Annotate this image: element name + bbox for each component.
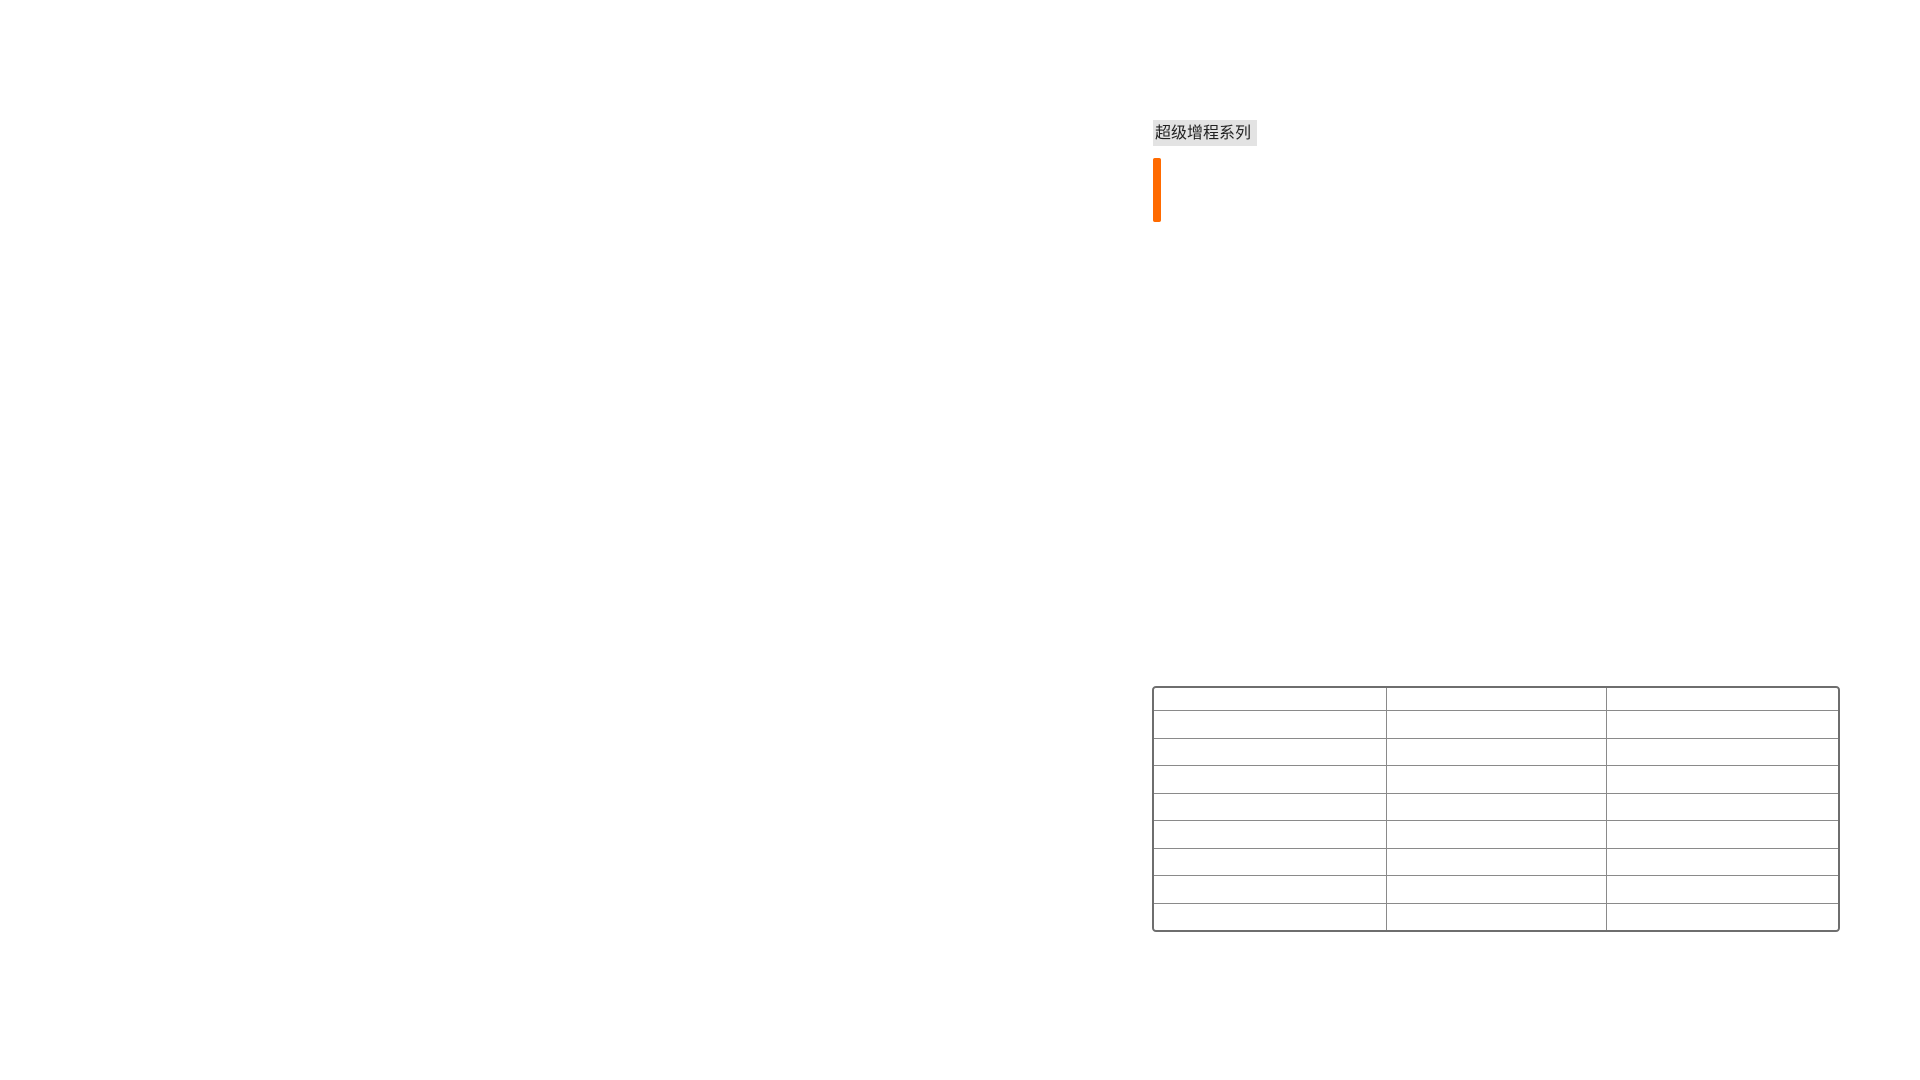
table-cell [1606, 793, 1838, 820]
series-tag[interactable]: 超级增程系列 [1153, 120, 1258, 146]
table-cell [1606, 903, 1838, 930]
table-cell [1154, 904, 1386, 931]
accent-bar [1153, 158, 1161, 222]
table-cell [1154, 849, 1386, 876]
header-cell [1386, 688, 1606, 710]
table-row [1154, 737, 1838, 766]
table-cell [1386, 793, 1606, 820]
spec-table [1152, 686, 1840, 932]
table-cell [1154, 876, 1386, 903]
header-cell [1606, 688, 1838, 710]
table-row [1154, 820, 1838, 848]
table-cell [1606, 766, 1838, 793]
table-cell [1606, 821, 1838, 848]
table-cell [1606, 711, 1838, 738]
table-row [1154, 710, 1838, 738]
table-cell [1154, 711, 1386, 738]
header-cell [1154, 688, 1386, 710]
spec-table-header [1154, 688, 1838, 710]
table-cell [1386, 711, 1606, 738]
table-cell [1606, 738, 1838, 765]
table-cell [1386, 821, 1606, 848]
table-row [1154, 875, 1838, 903]
table-row [1154, 847, 1838, 876]
table-cell [1154, 739, 1386, 766]
table-row [1154, 792, 1838, 821]
table-cell [1154, 766, 1386, 793]
table-cell [1386, 903, 1606, 930]
table-row [1154, 765, 1838, 793]
table-cell [1154, 794, 1386, 821]
table-cell [1386, 848, 1606, 875]
table-cell [1154, 821, 1386, 848]
table-cell [1606, 848, 1838, 875]
table-cell [1606, 876, 1838, 903]
table-row [1154, 902, 1838, 931]
table-cell [1386, 738, 1606, 765]
table-cell [1386, 876, 1606, 903]
table-cell [1386, 766, 1606, 793]
